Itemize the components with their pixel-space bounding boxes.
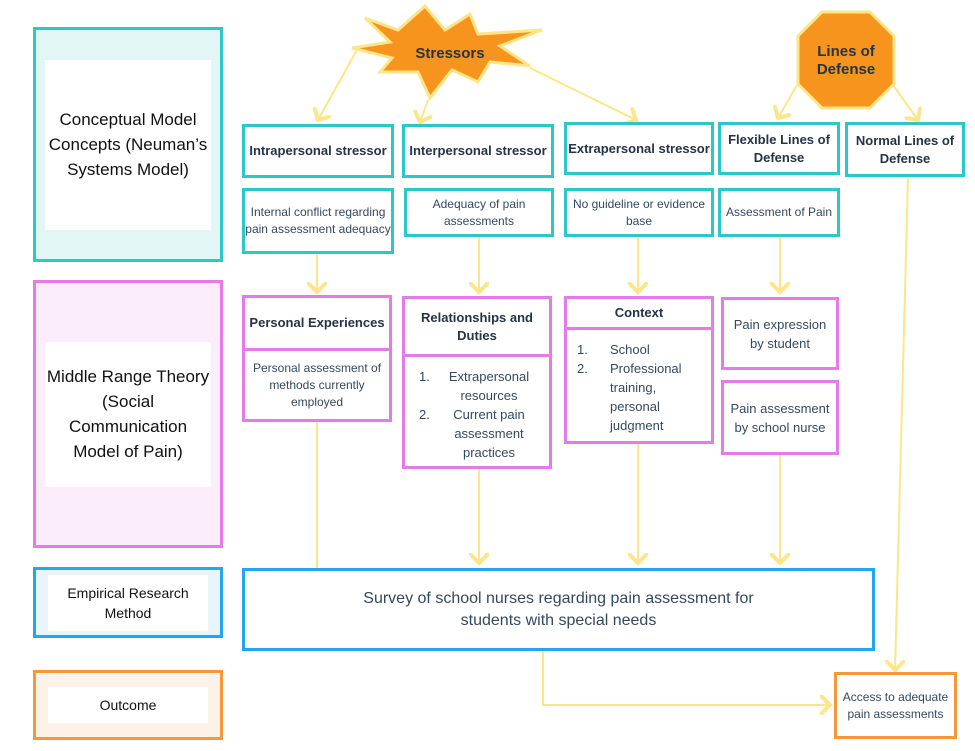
relationships-duties-list: 1.Extrapersonal resources 2.Current pain… bbox=[405, 357, 549, 462]
interpersonal-detail-box: Adequacy of pain assessments bbox=[404, 188, 554, 237]
extrapersonal-stressor-box: Extrapersonal stressor bbox=[564, 122, 714, 175]
list-item: 1.School bbox=[577, 342, 650, 357]
context-list: 1.School 2.Professional training, person… bbox=[567, 330, 711, 435]
extrapersonal-detail-box: No guideline or evidence base bbox=[564, 188, 714, 237]
middle-range-theory-label: Middle Range Theory (Social Communicatio… bbox=[45, 341, 211, 487]
stressors-burst-shape bbox=[351, 3, 543, 101]
arrow-defense-flexible bbox=[778, 84, 798, 118]
personal-experiences-detail: Personal assessment of methods currently… bbox=[252, 360, 382, 409]
outcome-label-box: Outcome bbox=[33, 670, 223, 740]
interpersonal-stressor-box: Interpersonal stressor bbox=[402, 124, 554, 178]
lines-of-defense-octagon bbox=[796, 10, 896, 110]
context-header: Context bbox=[567, 299, 711, 330]
empirical-method-label: Empirical Research Method bbox=[48, 574, 208, 631]
list-item: 2.Current pain assessment practices bbox=[419, 407, 525, 460]
relationships-duties-header: Relationships and Duties bbox=[405, 299, 549, 357]
pain-assessment-box: Pain assessment by school nurse bbox=[721, 380, 839, 455]
pain-expression-box: Pain expression by student bbox=[721, 297, 839, 370]
context-box: Context 1.School 2.Professional training… bbox=[564, 296, 714, 444]
flexible-detail-box: Assessment of Pain bbox=[718, 188, 840, 237]
intrapersonal-detail-box: Internal conflict regarding pain assessm… bbox=[242, 188, 394, 254]
lines-of-defense-label: Lines of Defense bbox=[816, 43, 876, 78]
normal-lines-of-defense-box: Normal Lines of Defense bbox=[845, 122, 965, 177]
list-item: 1.Extrapersonal resources bbox=[419, 369, 530, 403]
personal-experiences-box: Personal Experiences Personal assessment… bbox=[242, 295, 392, 422]
arrow-stressors-extrapersonal bbox=[529, 67, 636, 120]
intrapersonal-stressor-box: Intrapersonal stressor bbox=[242, 124, 394, 178]
stressors-label: Stressors bbox=[415, 45, 485, 62]
arrow-defense-normal bbox=[892, 84, 918, 120]
outcome-label: Outcome bbox=[48, 687, 208, 723]
arrow-survey-outcome bbox=[542, 650, 830, 705]
arrow-stressors-interpersonal bbox=[420, 99, 428, 122]
conceptual-model-label-box: Conceptual Model Concepts (Neuman’s Syst… bbox=[33, 27, 223, 262]
list-item: 2.Professional training, personal judgme… bbox=[577, 361, 682, 433]
relationships-duties-box: Relationships and Duties 1.Extrapersonal… bbox=[402, 296, 552, 469]
arrow-stressors-intrapersonal bbox=[318, 47, 359, 120]
survey-box: Survey of school nurses regarding pain a… bbox=[242, 568, 875, 651]
conceptual-model-label: Conceptual Model Concepts (Neuman’s Syst… bbox=[45, 59, 211, 230]
personal-experiences-header: Personal Experiences bbox=[245, 298, 389, 351]
outcome-box: Access to adequate pain assessments bbox=[834, 672, 957, 739]
empirical-method-label-box: Empirical Research Method bbox=[33, 567, 223, 638]
flexible-lines-of-defense-box: Flexible Lines of Defense bbox=[718, 122, 840, 175]
middle-range-theory-label-box: Middle Range Theory (Social Communicatio… bbox=[33, 280, 223, 548]
arrow-normal-outcome bbox=[895, 177, 909, 670]
